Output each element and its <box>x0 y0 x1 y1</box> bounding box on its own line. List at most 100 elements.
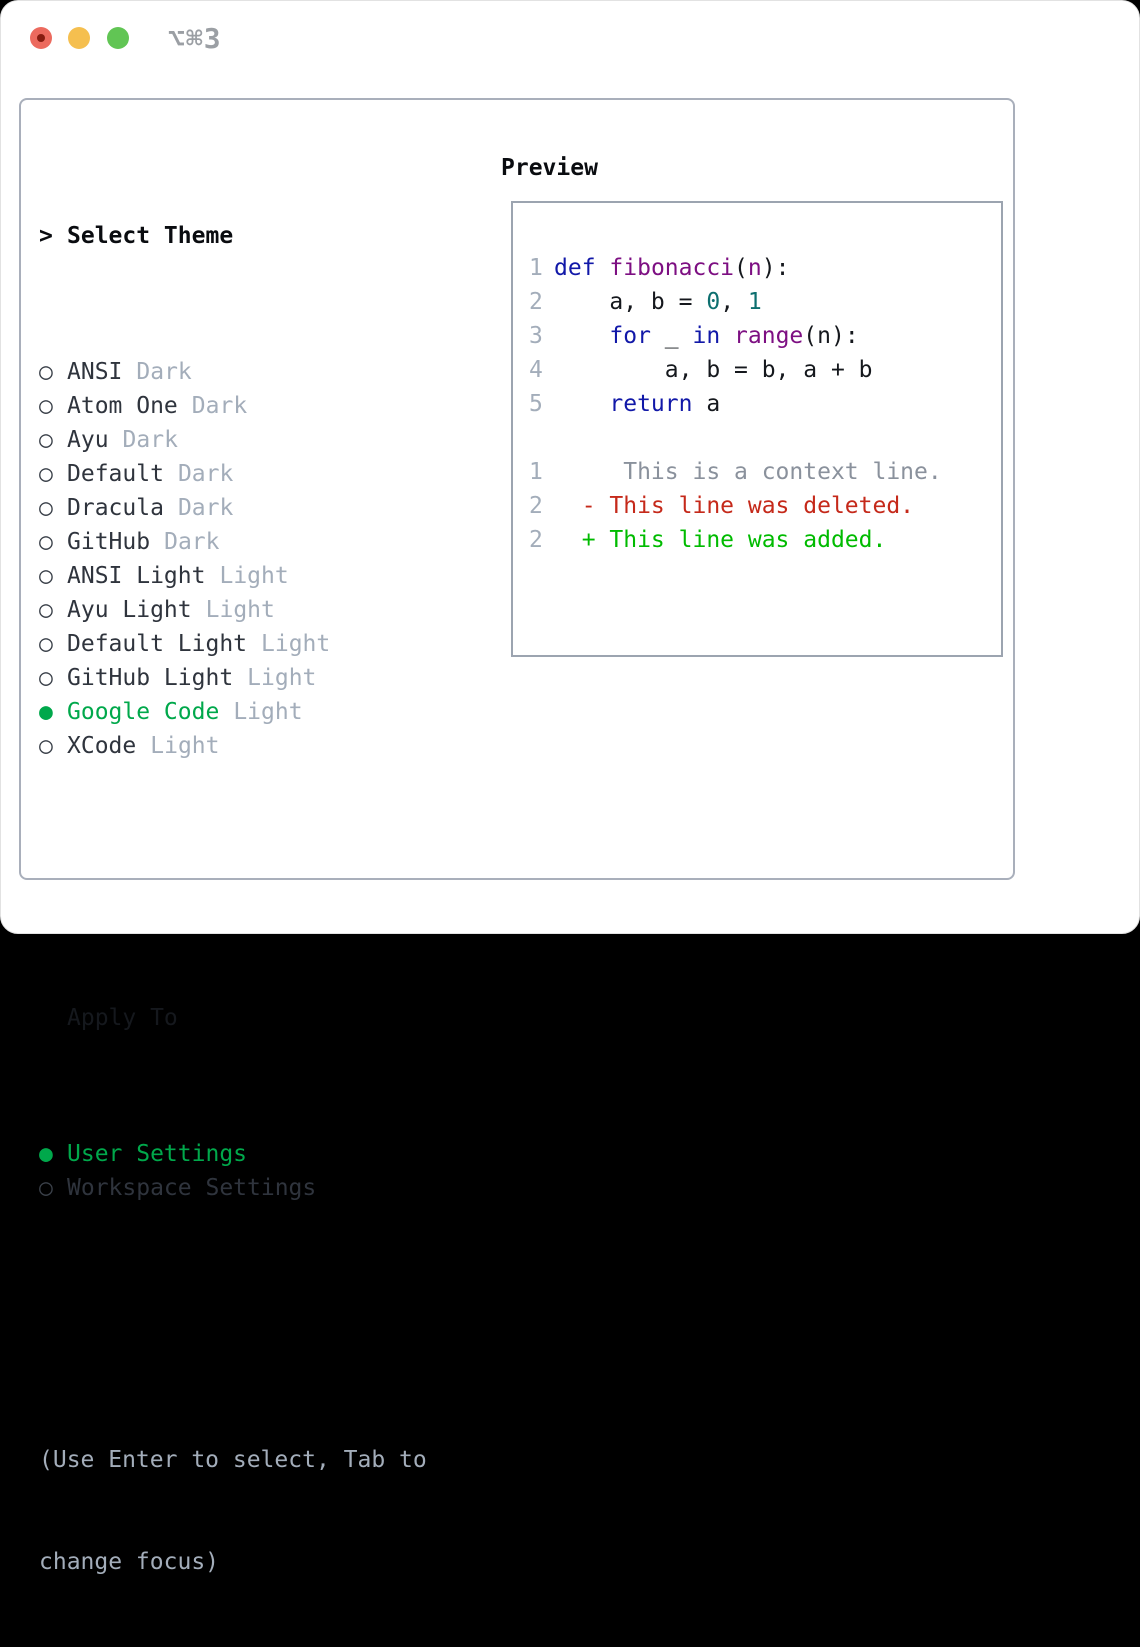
line-number: 2 <box>529 493 543 519</box>
code-token: return <box>609 391 693 417</box>
radio-icon: ○ <box>39 495 53 521</box>
help-text-line1: (Use Enter to select, Tab to <box>39 1447 427 1473</box>
code-token: fibonacci <box>609 255 735 281</box>
close-button-dot-icon <box>37 34 45 42</box>
line-number: 2 <box>529 289 543 315</box>
selected-radio-icon: ● <box>39 699 53 725</box>
spacer <box>39 1307 427 1341</box>
code-token: range <box>734 323 804 349</box>
theme-item-label: Default Light <box>67 631 248 657</box>
theme-item-label: Dracula <box>67 495 164 521</box>
theme-item-tag: Dark <box>136 359 192 385</box>
apply-option[interactable]: ○ Workspace Settings <box>39 1171 427 1205</box>
theme-item-tag: Dark <box>164 529 220 555</box>
prompt-icon: > <box>39 223 53 249</box>
theme-item-tag: Dark <box>177 461 234 487</box>
screenshot-root: { "window": { "title": "⌥⌘3" }, "markers… <box>0 0 1140 1575</box>
code-token: a, b = <box>554 289 707 315</box>
code-token <box>596 255 610 281</box>
code-line: 3 for _ in range(n): <box>529 319 1001 353</box>
help-text-line2: change focus) <box>39 1549 220 1575</box>
theme-item-tag: Light <box>233 699 303 725</box>
code-token: ): <box>761 255 790 281</box>
theme-item-label: Ayu <box>67 427 109 453</box>
code-token: , <box>720 289 748 315</box>
window-title: ⌥⌘3 <box>168 22 222 55</box>
preview-title: Preview <box>501 155 598 181</box>
code-token: 1 <box>747 289 762 315</box>
maximize-button[interactable] <box>107 27 129 49</box>
theme-item-tag: Light <box>205 597 275 623</box>
code-token <box>554 391 609 417</box>
code-token: a, b = b, a + b <box>554 357 873 383</box>
code-token: n <box>747 255 762 281</box>
apply-to-title: Apply To <box>67 1005 178 1031</box>
theme-item[interactable]: ○ ANSI Dark <box>39 355 427 389</box>
theme-item[interactable]: ○ Dracula Dark <box>39 491 427 525</box>
theme-item-tag: Dark <box>191 393 248 419</box>
radio-icon: ○ <box>39 631 53 657</box>
radio-icon: ○ <box>39 665 53 691</box>
select-theme-title: Select Theme <box>67 223 234 249</box>
radio-icon: ○ <box>39 733 53 759</box>
radio-icon: ○ <box>39 563 53 589</box>
code-token: ( <box>734 255 748 281</box>
radio-icon: ○ <box>39 359 53 385</box>
code-line: 2 a, b = 0, 1 <box>529 285 1001 319</box>
theme-item-tag: Light <box>150 733 220 759</box>
line-number: 1 <box>529 255 543 281</box>
code-token: in <box>692 323 721 349</box>
radio-icon: ○ <box>39 597 53 623</box>
line-number: 1 <box>529 459 543 485</box>
code-token: for <box>609 323 651 349</box>
theme-item[interactable]: ○ Default Light Light <box>39 627 427 661</box>
line-number: 4 <box>529 357 543 383</box>
radio-icon: ○ <box>39 529 53 555</box>
select-theme-header: > Select Theme <box>39 219 427 253</box>
theme-item-label: ANSI Light <box>67 563 206 589</box>
theme-item-tag: Light <box>261 631 331 657</box>
code-line: 2 - This line was deleted. <box>529 489 1001 523</box>
theme-item-tag: Light <box>219 563 289 589</box>
code-line <box>529 421 1001 455</box>
apply-option[interactable]: ● User Settings <box>39 1137 427 1171</box>
theme-item-label: GitHub Light <box>67 665 234 691</box>
code-token: (n): <box>803 323 859 349</box>
line-number: 2 <box>529 527 543 553</box>
theme-item-tag: Dark <box>177 495 234 521</box>
marker-spacer <box>39 1001 67 1035</box>
radio-icon: ○ <box>39 1175 53 1201</box>
theme-item-label: ANSI <box>67 359 123 385</box>
radio-icon: ○ <box>39 461 53 487</box>
radio-icon: ○ <box>39 393 53 419</box>
code-line: 5 return a <box>529 387 1001 421</box>
theme-item-label: GitHub <box>67 529 151 555</box>
minimize-button[interactable] <box>68 27 90 49</box>
close-button[interactable] <box>30 27 52 49</box>
theme-item[interactable]: ○ ANSI Light Light <box>39 559 427 593</box>
code-token: def <box>554 255 596 281</box>
selected-radio-icon: ● <box>39 1141 53 1167</box>
apply-option-label: Workspace Settings <box>67 1175 317 1201</box>
line-number: 5 <box>529 391 543 417</box>
theme-item-tag: Dark <box>122 427 178 453</box>
code-token: _ <box>650 323 693 349</box>
theme-item[interactable]: ○ GitHub Dark <box>39 525 427 559</box>
code-token: - This line was deleted. <box>554 493 915 519</box>
theme-item-tag: Light <box>247 665 317 691</box>
theme-item[interactable]: ○ GitHub Light Light <box>39 661 427 695</box>
code-token: This is a context line. <box>554 459 942 485</box>
apply-option-label: User Settings <box>67 1141 248 1167</box>
code-line: 1 This is a context line. <box>529 455 1001 489</box>
code-token <box>720 323 734 349</box>
